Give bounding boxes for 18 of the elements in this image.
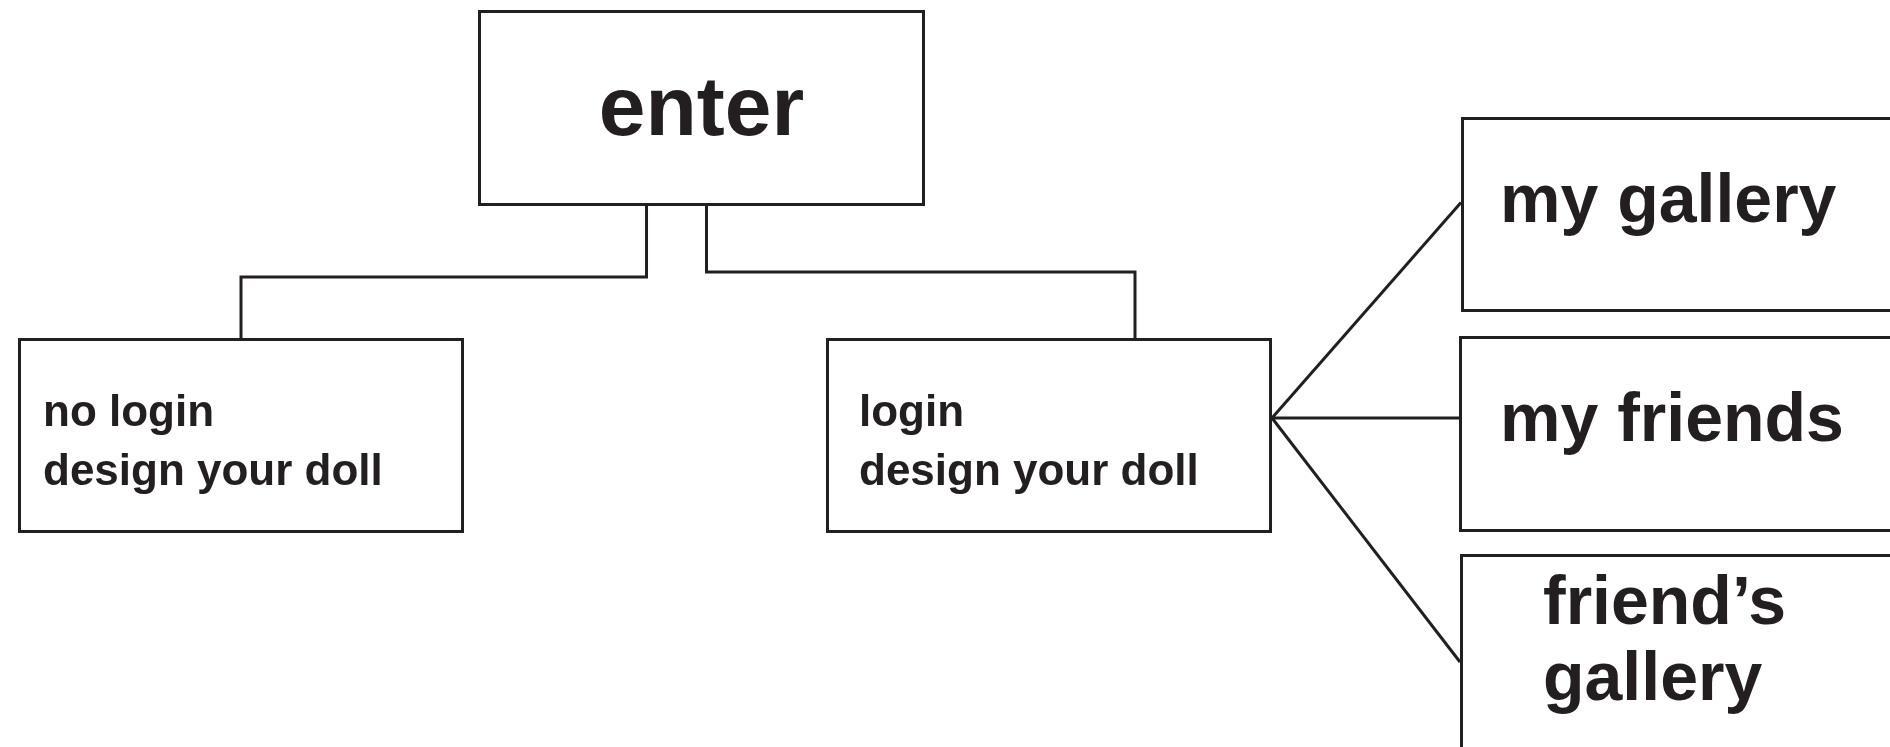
node-label: no login [43, 386, 215, 436]
process-box [478, 10, 925, 206]
connector-line [705, 206, 1137, 338]
process-box [1461, 117, 1890, 312]
node-label: friend’s gallery [1543, 562, 1788, 715]
process-box [18, 338, 464, 533]
connector-line [1270, 201, 1463, 419]
node-label: login [859, 386, 965, 436]
connector-line [1270, 417, 1462, 663]
process-box [1459, 336, 1890, 532]
node-label: design your doll [43, 445, 383, 495]
node-label: design your doll [859, 445, 1199, 495]
node-label: my friends [1500, 379, 1844, 456]
node-label: enter [597, 59, 806, 154]
connector-line [239, 206, 648, 338]
process-box [826, 338, 1272, 533]
node-label: my gallery [1500, 160, 1837, 237]
connector-line [1272, 416, 1459, 420]
